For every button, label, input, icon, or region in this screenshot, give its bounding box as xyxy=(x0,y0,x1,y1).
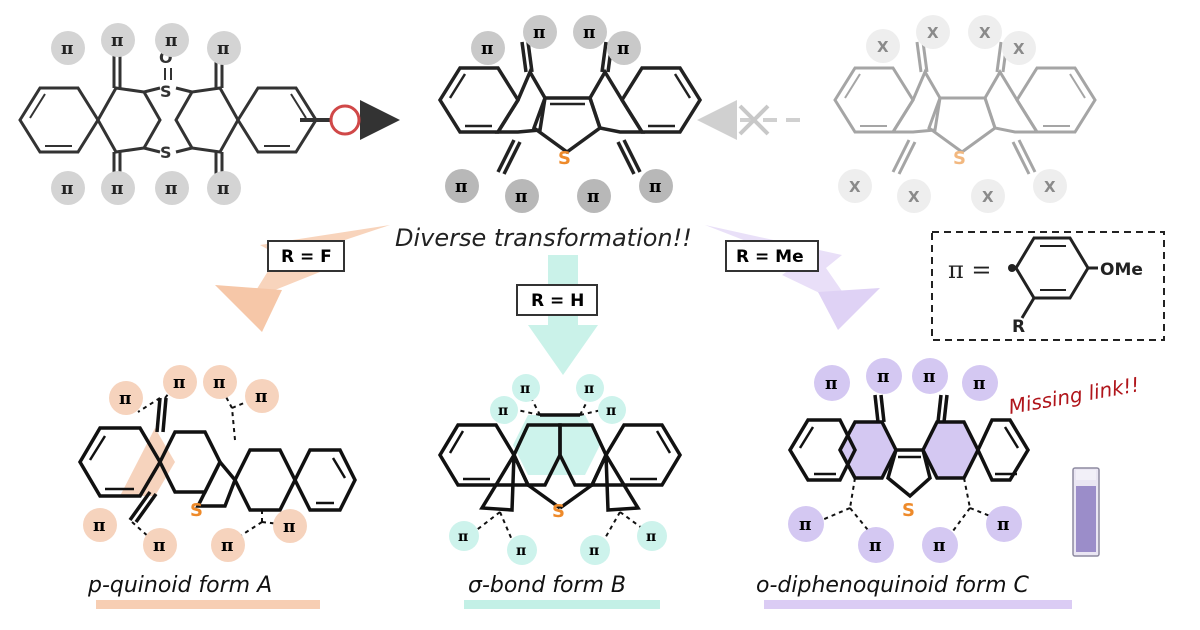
pi-label: π xyxy=(516,543,526,559)
starting-material xyxy=(18,55,318,185)
pi-label: π xyxy=(165,31,177,51)
x-label: X xyxy=(1013,40,1025,58)
sulfide-s: S xyxy=(160,143,172,162)
pi-label: π xyxy=(584,381,594,397)
pi-label: π xyxy=(933,536,945,556)
form-a-s: S xyxy=(190,500,203,521)
pi-label: π xyxy=(923,367,935,387)
pi-label: π xyxy=(213,373,225,393)
reagent-label-h: R = H xyxy=(531,291,584,311)
pi-label: π xyxy=(61,179,73,199)
x-label: X xyxy=(927,24,939,42)
form-c-underline xyxy=(764,600,1072,609)
form-c-label: o-diphenoquinoid form C xyxy=(756,573,1029,598)
pi-label: π xyxy=(515,187,527,207)
pi-label: π xyxy=(111,179,123,199)
faded-x-product xyxy=(833,41,1097,175)
legend-pi-label: π = xyxy=(948,256,992,284)
pi-label: π xyxy=(61,39,73,59)
pi-label: π xyxy=(153,536,165,556)
cuvette-icon xyxy=(1072,467,1100,557)
product-pi-circles xyxy=(445,15,673,213)
pi-label: π xyxy=(283,517,295,537)
pi-label: π xyxy=(869,536,881,556)
pi-label: π xyxy=(825,374,837,394)
pi-label: π xyxy=(455,177,467,197)
start-pi-circles xyxy=(51,23,241,205)
pi-label: π xyxy=(583,23,595,43)
pi-label: π xyxy=(589,543,599,559)
form-b-pi-circles xyxy=(449,374,667,565)
pi-label: π xyxy=(217,39,229,59)
missing-link-note: Missing link!! xyxy=(1007,372,1142,419)
pi-label: π xyxy=(799,515,811,535)
form-b-underline xyxy=(464,600,660,609)
forbidden-x-icon xyxy=(738,104,770,136)
reagent-box-f: R = F xyxy=(267,240,345,272)
pi-label: π xyxy=(877,367,889,387)
pi-label: π xyxy=(533,23,545,43)
reagent-box-me: R = Me xyxy=(725,240,819,272)
pi-label: π xyxy=(217,179,229,199)
pi-label: π xyxy=(165,179,177,199)
thiophene-s: S xyxy=(558,148,571,169)
pi-label: π xyxy=(649,177,661,197)
faded-s: S xyxy=(953,148,966,169)
pi-label: π xyxy=(119,389,131,409)
legend-r-label: R xyxy=(1012,317,1025,337)
sulfoxide-s: S xyxy=(160,82,172,101)
reagent-box-h: R = H xyxy=(516,284,598,316)
form-b-structure xyxy=(437,391,683,541)
blocked-reaction-arrow xyxy=(697,100,800,140)
pi-label: π xyxy=(458,529,468,545)
reagent-label-f: R = F xyxy=(281,247,332,267)
form-b-s: S xyxy=(552,501,565,522)
form-a-underline xyxy=(96,600,320,609)
form-a-structure xyxy=(77,381,357,541)
x-label: X xyxy=(982,188,994,206)
reagent-label-me: R = Me xyxy=(736,247,804,267)
pi-label: π xyxy=(587,187,599,207)
pi-label: π xyxy=(646,529,656,545)
pi-label: π xyxy=(617,39,629,59)
x-label: X xyxy=(849,178,861,196)
headline: Diverse transformation!! xyxy=(395,224,692,252)
circle-reagent-icon xyxy=(329,104,361,136)
pi-label: π xyxy=(498,403,508,419)
pi-label: π xyxy=(481,39,493,59)
form-c-s: S xyxy=(902,500,915,521)
x-label: X xyxy=(877,38,889,56)
pi-label: π xyxy=(173,373,185,393)
pi-legend: π = OMe R xyxy=(931,231,1165,341)
pi-label: π xyxy=(111,31,123,51)
pi-label: π xyxy=(221,536,233,556)
pi-label: π xyxy=(973,374,985,394)
pi-label: π xyxy=(93,516,105,536)
form-a-label: p-quinoid form A xyxy=(87,573,272,598)
form-c-structure xyxy=(787,394,1031,536)
x-label: X xyxy=(979,24,991,42)
pi-label: π xyxy=(606,403,616,419)
form-b-label: σ-bond form B xyxy=(468,573,626,598)
forward-reaction-arrow xyxy=(300,100,400,140)
crayon-arrow-c xyxy=(705,225,880,330)
x-label: X xyxy=(1044,178,1056,196)
pi-label: π xyxy=(997,515,1009,535)
pi-label: π xyxy=(255,387,267,407)
form-a-pi-circles xyxy=(83,365,307,562)
legend-ome-label: OMe xyxy=(1100,260,1143,280)
pi-label: π xyxy=(520,381,530,397)
form-c-pi-circles xyxy=(788,358,1022,563)
x-label: X xyxy=(908,188,920,206)
faded-x-circles xyxy=(838,15,1067,213)
